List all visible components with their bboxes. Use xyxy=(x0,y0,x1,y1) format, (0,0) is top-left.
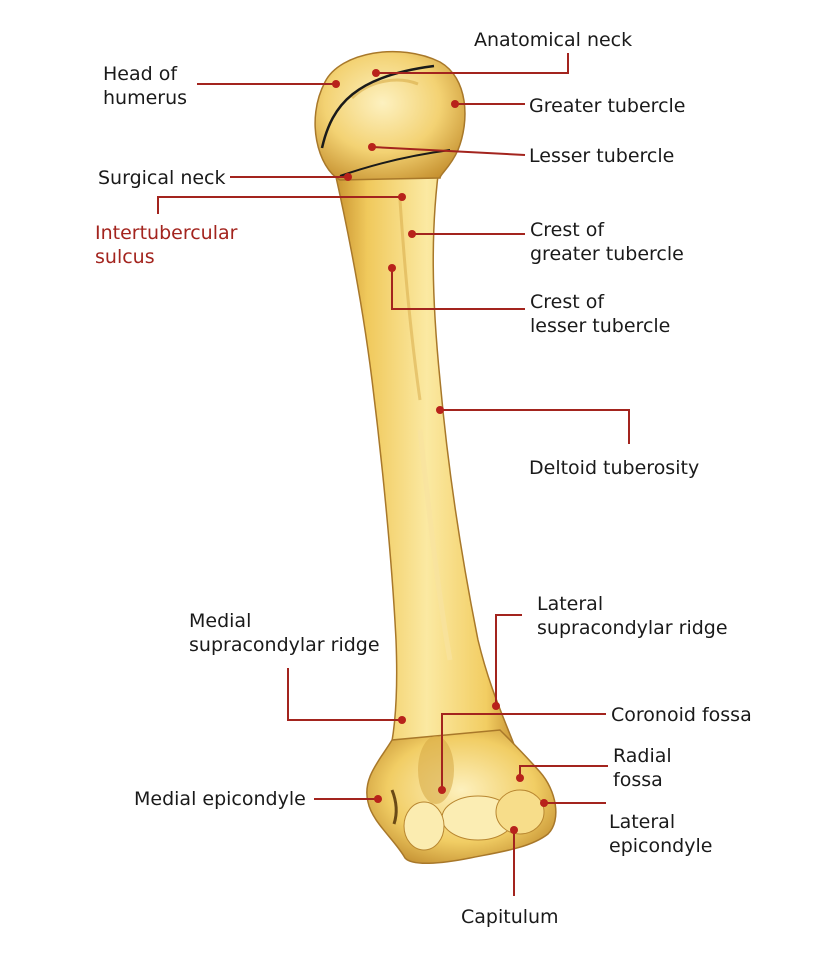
leader-lesser-tubercle xyxy=(371,146,526,156)
point-medial-supracondylar-ridge xyxy=(398,716,406,724)
anatomical-neck-line xyxy=(320,64,435,149)
label-crest-of-greater-tubercle: Crest of greater tubercle xyxy=(530,219,684,265)
point-greater-tubercle xyxy=(451,100,459,108)
point-anatomical-neck xyxy=(372,69,380,77)
leader-anatomical-neck xyxy=(376,53,569,74)
label-greater-tubercle: Greater tubercle xyxy=(529,95,686,117)
point-head-of-humerus xyxy=(332,80,340,88)
label-head-of-humerus: Head of humerus xyxy=(103,63,188,109)
label-medial-epicondyle: Medial epicondyle xyxy=(134,788,306,810)
leader-medial-supracondylar-ridge xyxy=(287,668,402,721)
point-lesser-tubercle xyxy=(368,143,376,151)
point-lateral-supracondylar-ridge xyxy=(492,702,500,710)
point-deltoid-tuberosity xyxy=(436,406,444,414)
label-lateral-supracondylar-ridge: Lateral supracondylar ridge xyxy=(537,593,728,639)
label-intertubercular-sulcus: Intertubercular sulcus xyxy=(95,222,238,268)
humerus-head xyxy=(314,50,466,181)
point-capitulum xyxy=(510,826,518,834)
label-lateral-epicondyle: Lateral epicondyle xyxy=(609,811,713,857)
label-medial-supracondylar-ridge: Medial supracondylar ridge xyxy=(189,610,380,656)
point-crest-lesser-tubercle xyxy=(388,264,396,272)
label-coronoid-fossa: Coronoid fossa xyxy=(611,704,752,726)
label-radial-fossa: Radial fossa xyxy=(613,745,672,791)
point-radial-fossa xyxy=(516,774,524,782)
label-crest-of-lesser-tubercle: Crest of lesser tubercle xyxy=(530,291,671,337)
humerus-shaft xyxy=(333,159,522,761)
point-intertubercular-sulcus xyxy=(398,193,406,201)
point-medial-epicondyle xyxy=(374,795,382,803)
label-anatomical-neck: Anatomical neck xyxy=(474,29,633,51)
point-crest-greater-tubercle xyxy=(408,230,416,238)
leader-deltoid-tuberosity xyxy=(440,409,630,444)
label-capitulum: Capitulum xyxy=(461,906,559,928)
leader-lateral-supracondylar-ridge xyxy=(495,614,522,706)
label-deltoid-tuberosity: Deltoid tuberosity xyxy=(529,457,700,479)
leader-intertubercular-sulcus xyxy=(157,196,402,214)
label-lesser-tubercle: Lesser tubercle xyxy=(529,145,675,167)
point-lateral-epicondyle xyxy=(540,799,548,807)
point-markers xyxy=(332,69,548,834)
leader-coronoid-fossa xyxy=(441,713,606,790)
label-surgical-neck: Surgical neck xyxy=(98,167,226,189)
point-surgical-neck xyxy=(344,173,352,181)
leader-lines xyxy=(157,53,630,896)
point-coronoid-fossa xyxy=(438,786,446,794)
leader-crest-lesser-tubercle xyxy=(391,268,525,310)
